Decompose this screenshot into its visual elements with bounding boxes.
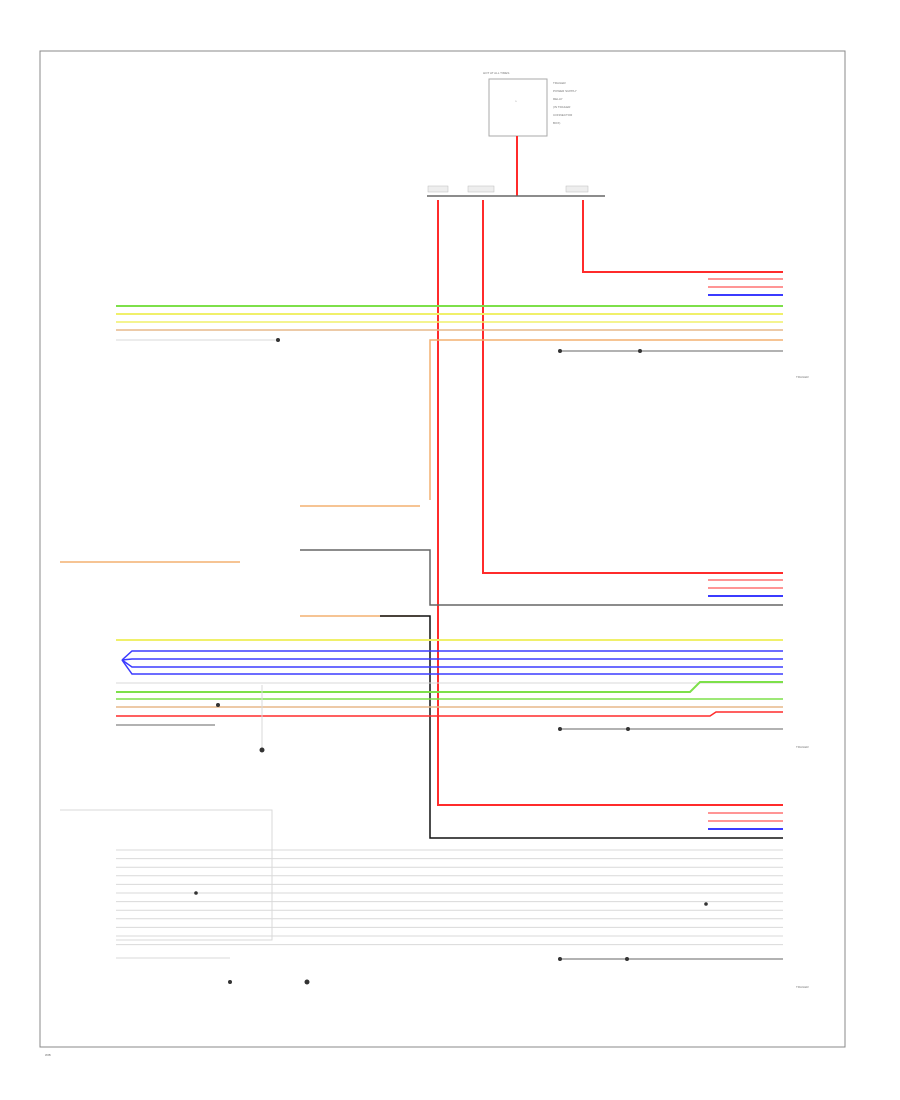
wire-lightgray-loop bbox=[60, 809, 273, 941]
diagram-frame bbox=[39, 50, 846, 1048]
ground-dot-3 bbox=[638, 349, 642, 353]
wire-blue-h1 bbox=[121, 658, 783, 661]
wire-gray-1 bbox=[300, 549, 783, 606]
side-tag-2: TRAILER bbox=[796, 985, 810, 989]
splice-tag-1 bbox=[467, 185, 495, 193]
fuse-box-text-5: BOX) bbox=[553, 121, 560, 125]
side-tag-1: TRAILER bbox=[796, 745, 810, 749]
fuse-box-text-0: TRAILER bbox=[553, 81, 567, 85]
fuse-box-text-4: CONNECTOR bbox=[553, 113, 573, 117]
wire-red-h1 bbox=[116, 711, 783, 717]
splice-tag-0 bbox=[427, 185, 449, 193]
relay-symbol: ⌁ bbox=[515, 99, 517, 103]
wire-red-trunk-top bbox=[582, 200, 783, 273]
ground-dot-5 bbox=[626, 727, 630, 731]
connector-group bbox=[194, 185, 708, 985]
ground-dot-7 bbox=[228, 980, 232, 984]
fuse-box-label: HOT AT ALL TIMES bbox=[483, 71, 509, 75]
wire-blue-h3 bbox=[121, 659, 783, 675]
fuse-relay-box: HOT AT ALL TIMES ⌁ TRAILER POWER SUPPLY … bbox=[483, 71, 577, 137]
ground-dot-2 bbox=[558, 349, 562, 353]
wire-group bbox=[60, 136, 783, 960]
side-tag-0: TRAILER bbox=[796, 375, 810, 379]
ground-dot-10 bbox=[625, 957, 629, 961]
wire-red-trunk-mid bbox=[482, 200, 783, 574]
fuse-box-text-2: RELAY bbox=[553, 97, 563, 101]
ground-dot-9 bbox=[558, 957, 562, 961]
footer-label: W/B bbox=[45, 1053, 51, 1057]
ground-dot-6 bbox=[259, 747, 265, 753]
wire-blue-h0 bbox=[121, 650, 783, 661]
splice-dot-a bbox=[216, 703, 220, 707]
splice-dot-c bbox=[704, 902, 708, 906]
fuse-box-text-3: (IN TRAILER bbox=[553, 105, 571, 109]
side-tags: TRAILER TRAILER TRAILER bbox=[796, 375, 810, 989]
wire-black-1 bbox=[380, 615, 783, 839]
fuse-box-text-1: POWER SUPPLY bbox=[553, 89, 577, 93]
wire-red-trunk-main bbox=[437, 200, 783, 806]
ground-dot-4 bbox=[558, 727, 562, 731]
ground-dot-1 bbox=[276, 338, 280, 342]
wire-green-2 bbox=[116, 681, 783, 693]
ground-dot-8 bbox=[304, 979, 310, 985]
wire-blue-h2 bbox=[121, 659, 783, 668]
wire-orange-1 bbox=[429, 339, 783, 500]
splice-tag-2 bbox=[565, 185, 589, 193]
splice-dot-b bbox=[194, 891, 198, 895]
